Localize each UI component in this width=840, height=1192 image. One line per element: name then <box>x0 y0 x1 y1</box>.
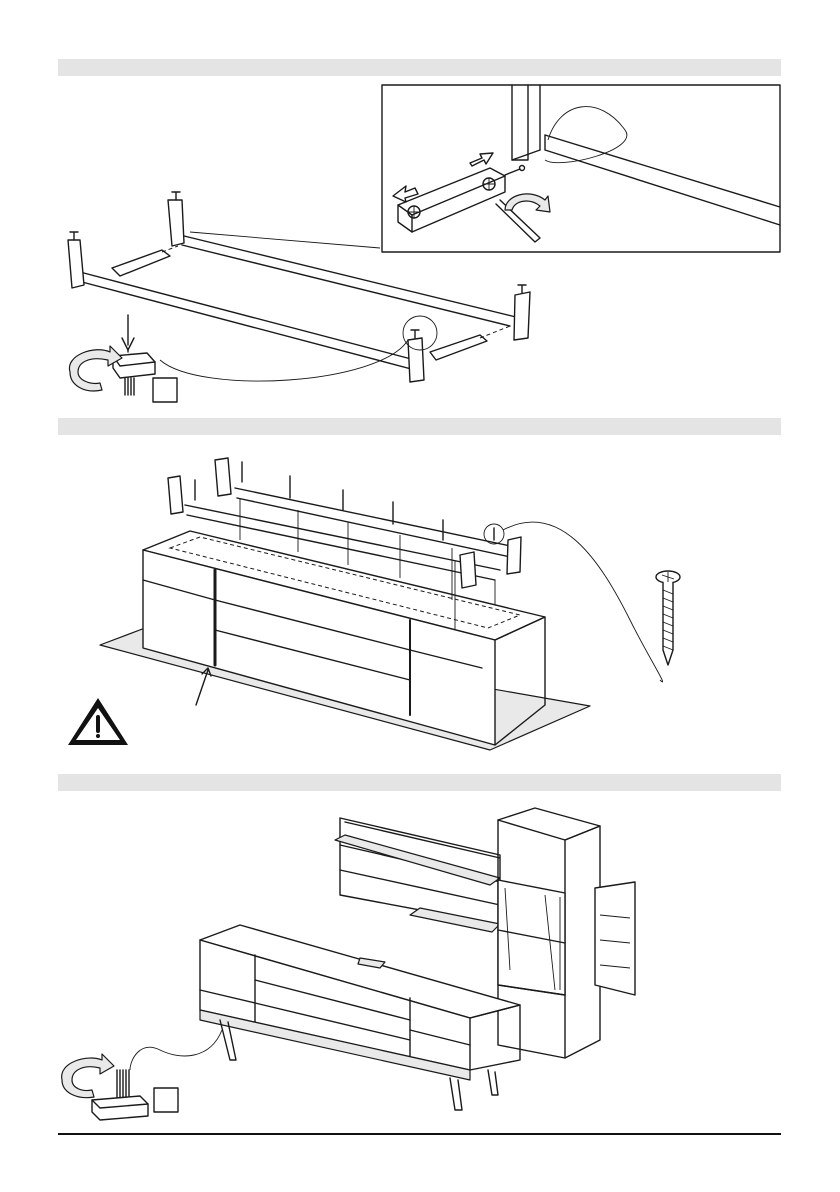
down-arrow-icon <box>122 315 134 350</box>
step-2-illustration <box>68 458 680 750</box>
curved-arrow-icon <box>62 1054 114 1098</box>
slide-arrow-icon <box>470 153 493 166</box>
leg-icon <box>125 378 134 395</box>
checkbox-icon <box>154 1088 178 1112</box>
curved-arrow-icon <box>505 194 550 212</box>
allen-key-icon <box>496 200 540 242</box>
step-1-illustration <box>68 85 780 402</box>
detail-inset-box <box>382 85 780 252</box>
warning-triangle-icon <box>68 698 128 745</box>
screw-icon <box>656 571 680 665</box>
step-3-illustration <box>62 808 635 1120</box>
checkbox-icon <box>153 378 177 402</box>
leg-icon <box>117 1070 129 1098</box>
